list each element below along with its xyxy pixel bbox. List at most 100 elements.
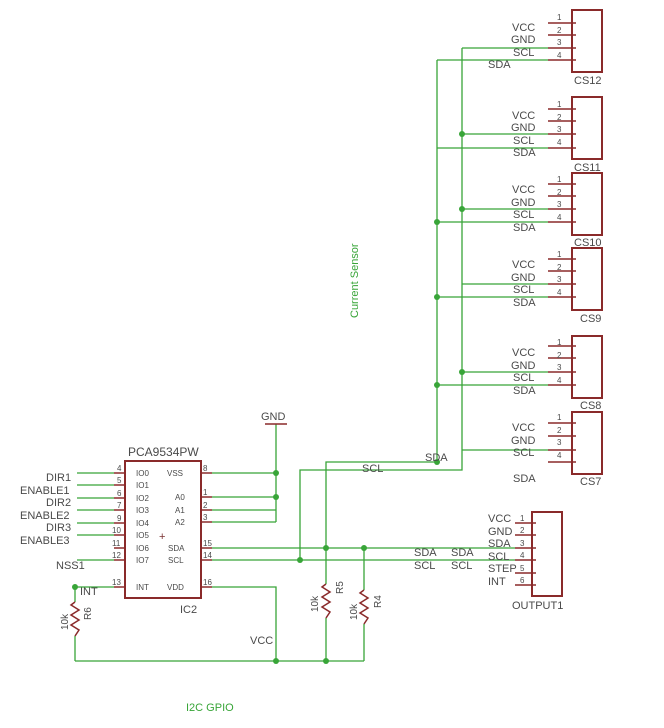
ic2-pin-number: 11 bbox=[112, 539, 121, 548]
junction-dot bbox=[459, 369, 465, 375]
connector-cs7: 1 2 3 4 VCC GND SCL SDA CS7 bbox=[511, 411, 603, 488]
output1-pin-vcc: VCC bbox=[488, 513, 511, 525]
scl-route-label: SCL bbox=[362, 463, 383, 475]
output1-pin-gnd: GND bbox=[488, 526, 513, 538]
connector-cs12: 1 2 3 4 VCC GND SCL SDA CS12 bbox=[488, 9, 603, 87]
gnd-label: GND bbox=[261, 411, 286, 423]
output-sda-label: SDA bbox=[451, 547, 474, 559]
resistor-ref: R4 bbox=[373, 595, 384, 608]
ic2-plus-mark: + bbox=[159, 531, 165, 543]
connector-ref: OUTPUT1 bbox=[512, 600, 563, 612]
connector-body bbox=[571, 9, 603, 73]
connector-pin-number: 2 bbox=[557, 113, 562, 122]
connector-pin-sda: SDA bbox=[513, 473, 536, 485]
connector-cs11: 1 2 3 4 VCC GND SCL SDA CS11 bbox=[511, 96, 603, 174]
ic2-pin-number: 15 bbox=[203, 539, 212, 548]
net-label-dir2: DIR2 bbox=[46, 497, 71, 509]
connector-pin-gnd: GND bbox=[511, 360, 536, 372]
connector-pin-number: 3 bbox=[557, 38, 562, 47]
connector-ref: CS8 bbox=[580, 400, 601, 412]
net-label-nss1: NSS1 bbox=[56, 560, 85, 572]
junction-dot bbox=[72, 584, 78, 590]
connector-pin-sda: SDA bbox=[513, 297, 536, 309]
resistor-r5: 10k R5 bbox=[310, 581, 346, 619]
ic2-pin-name: IO7 bbox=[136, 556, 149, 565]
ic2-pin-name: IO1 bbox=[136, 481, 149, 490]
connector-body bbox=[571, 411, 603, 475]
ic2-pin-number: 9 bbox=[117, 514, 122, 523]
connector-pin-number: 1 bbox=[520, 514, 525, 523]
connector-pin-number: 3 bbox=[557, 125, 562, 134]
sda-route-wire bbox=[325, 461, 437, 548]
connector-pin-number: 1 bbox=[557, 13, 562, 22]
ic2-pin-number: 7 bbox=[117, 501, 122, 510]
ic2-pin-name: VSS bbox=[167, 469, 183, 478]
connector-pin-number: 3 bbox=[557, 200, 562, 209]
connector-pin-number: 1 bbox=[557, 413, 562, 422]
ic2-pin-name: IO6 bbox=[136, 544, 149, 553]
connector-pin-number: 4 bbox=[557, 288, 562, 297]
connector-pin-gnd: GND bbox=[511, 34, 536, 46]
connector-body bbox=[571, 172, 603, 236]
ic-sda-label: SDA bbox=[414, 547, 437, 559]
connector-pin-number: 3 bbox=[520, 539, 525, 548]
net-label-enable3: ENABLE3 bbox=[20, 535, 70, 547]
connector-pin-number: 2 bbox=[557, 26, 562, 35]
ic2-pin-name: SCL bbox=[168, 556, 184, 565]
ic2-part-name: PCA9534PW bbox=[128, 445, 199, 459]
ic2-pin-name: IO4 bbox=[136, 519, 149, 528]
ic2-pin-name: IO2 bbox=[136, 494, 149, 503]
resistor-r6: 10k R6 bbox=[60, 601, 94, 637]
junction-dot bbox=[297, 557, 303, 563]
bus-labels: SDA SCL SDA SCL SDA SCL bbox=[362, 452, 474, 572]
connector-body bbox=[571, 247, 603, 311]
vcc-label: VCC bbox=[250, 635, 273, 647]
output1-pin-scl: SCL bbox=[488, 551, 509, 563]
output1-pin-step: STEP bbox=[488, 563, 517, 575]
junction-dot bbox=[273, 658, 279, 664]
junction-dot bbox=[273, 470, 279, 476]
ic2-pin-number: 14 bbox=[203, 551, 212, 560]
connector-pin-number: 5 bbox=[520, 564, 525, 573]
connector-pin-sda: SDA bbox=[488, 59, 511, 71]
connector-pin-number: 3 bbox=[557, 275, 562, 284]
connector-pin-scl: SCL bbox=[513, 447, 534, 459]
ic2-pin-name: IO0 bbox=[136, 469, 149, 478]
ic2-pin-name: INT bbox=[136, 583, 149, 592]
connector-pin-vcc: VCC bbox=[512, 110, 535, 122]
junction-dot bbox=[459, 131, 465, 137]
junction-dot bbox=[323, 545, 329, 551]
ic2-ref: IC2 bbox=[180, 604, 197, 616]
connector-body bbox=[571, 96, 603, 160]
ic2-pin-name: IO5 bbox=[136, 531, 149, 540]
wires bbox=[74, 47, 548, 662]
ic2-pin-number: 12 bbox=[112, 551, 121, 560]
ic2-pin-name: VDD bbox=[167, 583, 184, 592]
connector-pin-number: 6 bbox=[520, 576, 525, 585]
connector-output1: 1 2 3 4 5 6 VCC GND SDA SCL STEP INT OUT… bbox=[488, 511, 563, 612]
connector-pin-vcc: VCC bbox=[512, 184, 535, 196]
ic2-pin-number: 3 bbox=[203, 513, 208, 522]
connector-pin-number: 4 bbox=[520, 551, 525, 560]
connector-pin-gnd: GND bbox=[511, 122, 536, 134]
ic2-pin-name: A0 bbox=[175, 493, 185, 502]
connector-pin-number: 3 bbox=[557, 363, 562, 372]
connector-pin-number: 2 bbox=[557, 351, 562, 360]
connector-pin-gnd: GND bbox=[511, 197, 536, 209]
net-label-int: INT bbox=[80, 586, 98, 598]
junction-dot bbox=[434, 294, 440, 300]
junction-dot bbox=[434, 219, 440, 225]
junctions bbox=[72, 131, 465, 664]
connector-pin-vcc: VCC bbox=[512, 422, 535, 434]
ic2-pin-number: 13 bbox=[112, 578, 121, 587]
connector-pin-sda: SDA bbox=[513, 385, 536, 397]
connector-pin-number: 4 bbox=[557, 51, 562, 60]
connector-pin-scl: SCL bbox=[513, 209, 534, 221]
junction-dot bbox=[273, 494, 279, 500]
scl-route-wire bbox=[299, 450, 463, 560]
ic-scl-label: SCL bbox=[414, 560, 435, 572]
connector-pin-sda: SDA bbox=[513, 222, 536, 234]
connector-pin-scl: SCL bbox=[513, 284, 534, 296]
connector-pin-scl: SCL bbox=[513, 135, 534, 147]
connector-pin-number: 1 bbox=[557, 250, 562, 259]
